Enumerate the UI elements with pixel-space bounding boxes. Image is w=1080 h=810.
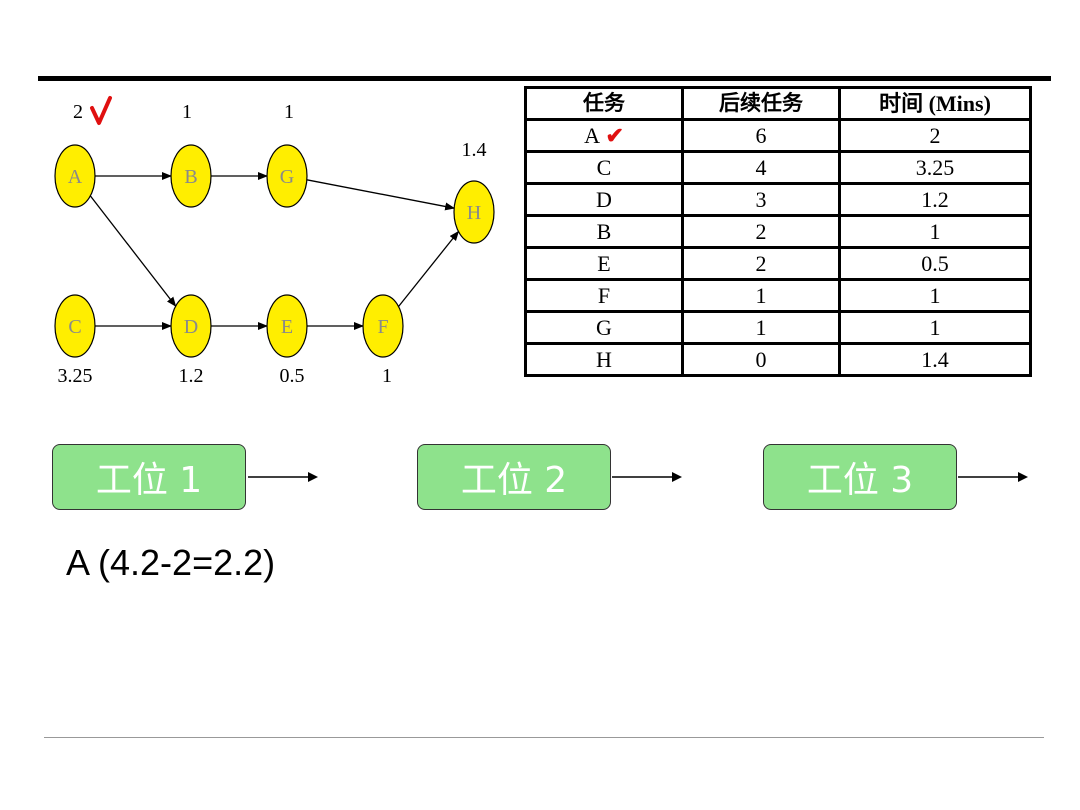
header-successors: 后续任务: [681, 86, 841, 121]
cell-time: 1: [838, 310, 1032, 345]
assignment-note: A (4.2-2=2.2): [66, 542, 276, 583]
cell-time: 1: [838, 214, 1032, 249]
cell-successors: 2: [681, 246, 841, 281]
cell-task: C: [524, 150, 684, 185]
header-task: 任务: [524, 86, 684, 121]
node-c-time: 3.25: [58, 365, 93, 387]
node-a-time: 2: [73, 101, 83, 123]
node-d-label: D: [184, 316, 198, 338]
cell-task: B: [524, 214, 684, 249]
node-g: G: [266, 144, 308, 208]
table-header-row: 任务 后续任务 时间 (Mins): [524, 86, 1032, 121]
node-f-time: 1: [382, 365, 392, 387]
cell-successors: 3: [681, 182, 841, 217]
cell-time: 1.4: [838, 342, 1032, 377]
cell-time: 2: [838, 118, 1032, 153]
station-3-arrow: [958, 472, 1028, 482]
cell-time: 1.2: [838, 182, 1032, 217]
cell-task: D: [524, 182, 684, 217]
checkmark-icon: ✔: [599, 123, 624, 148]
node-e-time: 0.5: [280, 365, 305, 387]
cell-task: A ✔: [524, 118, 684, 153]
node-g-time: 1: [284, 101, 294, 123]
cell-task: E: [524, 246, 684, 281]
cell-successors: 0: [681, 342, 841, 377]
node-e: E: [266, 294, 308, 358]
node-c: C: [54, 294, 96, 358]
node-f-label: F: [377, 316, 388, 338]
edge-f-h: [398, 230, 460, 307]
cell-successors: 1: [681, 310, 841, 345]
station-1-arrow: [248, 472, 318, 482]
station-2-arrow: [612, 472, 682, 482]
node-b-time: 1: [182, 101, 192, 123]
node-b-label: B: [184, 166, 197, 188]
node-d: D: [170, 294, 212, 358]
node-e-label: E: [281, 316, 293, 338]
cell-time: 1: [838, 278, 1032, 313]
edge-g-h: [306, 179, 456, 211]
cell-task: H: [524, 342, 684, 377]
node-d-time: 1.2: [179, 365, 204, 387]
station-1: 工位 1: [52, 444, 246, 510]
node-a-label: A: [68, 166, 83, 188]
cell-successors: 4: [681, 150, 841, 185]
top-rule: [38, 76, 1051, 81]
node-c-label: C: [68, 316, 81, 338]
station-2: 工位 2: [417, 444, 611, 510]
node-h-label: H: [467, 202, 481, 224]
cell-task: G: [524, 310, 684, 345]
node-h-time: 1.4: [462, 139, 487, 161]
cell-successors: 1: [681, 278, 841, 313]
cell-task: F: [524, 278, 684, 313]
cell-successors: 6: [681, 118, 841, 153]
node-g-label: G: [280, 166, 294, 188]
node-h: H: [453, 180, 495, 244]
precedence-diagram: A B G H C D E F 2 1 1 1.4 3.25 1.2 0.5 1: [54, 96, 495, 387]
checkmark-icon: [90, 96, 112, 125]
node-a: A: [54, 144, 96, 208]
station-3: 工位 3: [763, 444, 957, 510]
cell-successors: 2: [681, 214, 841, 249]
bottom-rule: [44, 737, 1044, 738]
edge-a-d: [89, 195, 177, 307]
node-f: F: [362, 294, 404, 358]
cell-time: 3.25: [838, 150, 1032, 185]
cell-time: 0.5: [838, 246, 1032, 281]
node-b: B: [170, 144, 212, 208]
header-time: 时间 (Mins): [838, 86, 1032, 121]
